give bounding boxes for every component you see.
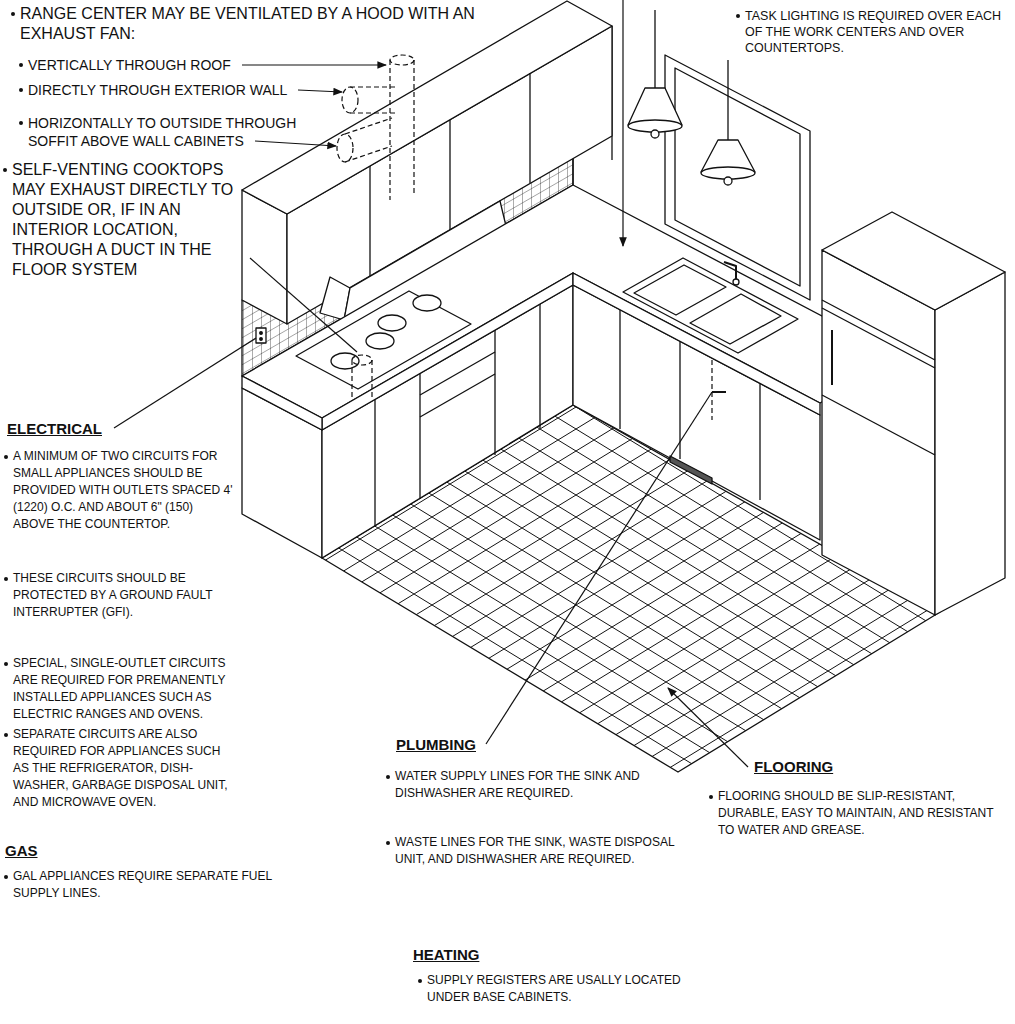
cabinet-door-line — [449, 120, 450, 230]
section-heading: PLUMBING — [396, 736, 476, 754]
roof-duct — [390, 55, 414, 65]
cabinet-door-line — [369, 166, 370, 276]
note-text: SEPARATE CIRCUITS ARE ALSO REQUIRED FOR … — [13, 726, 235, 811]
roof-duct — [413, 60, 414, 196]
bullet-dot — [4, 455, 8, 459]
note-text: TASK LIGHTING IS REQUIRED OVER EACH OF T… — [745, 8, 1007, 56]
faucet — [733, 279, 739, 285]
section-heading: FLOORING — [754, 758, 833, 776]
leader-line — [486, 392, 712, 744]
soffit-duct — [345, 146, 392, 162]
note-text: FLOORING SHOULD BE SLIP-RESISTANT, DURAB… — [718, 788, 1010, 839]
soffit-duct — [337, 134, 353, 162]
wall-duct — [350, 112, 398, 113]
leader-line — [114, 338, 256, 428]
bullet-dot — [4, 733, 8, 737]
bullet-dot — [3, 168, 7, 172]
wall-duct — [350, 86, 398, 87]
bullet-dot — [19, 121, 23, 125]
leader-arrow — [298, 90, 342, 92]
wall-cabinet-top — [242, 1, 612, 214]
bullet-dot — [19, 88, 23, 92]
leader-arrow — [622, 0, 623, 246]
cabinet-door-line — [494, 330, 495, 455]
cooktop — [296, 291, 471, 389]
section-heading: HEATING — [413, 946, 479, 964]
burner — [331, 353, 359, 369]
note-text: A MINIMUM OF TWO CIRCUITS FOR SMALL APPL… — [13, 448, 235, 533]
bullet-dot — [418, 979, 422, 983]
window — [665, 55, 810, 300]
pendant-bulb — [724, 177, 732, 185]
callout-text: DIRECTLY THROUGH EXTERIOR WALL — [28, 81, 328, 99]
cabinet-door-line — [374, 399, 375, 526]
bullet-dot — [19, 63, 23, 67]
drawer-line — [420, 374, 495, 417]
cabinet-door-line — [419, 373, 420, 499]
bullet-dot — [11, 12, 15, 16]
bullet-dot — [386, 841, 390, 845]
sink-basin — [634, 265, 726, 315]
leader-arrow — [255, 141, 336, 146]
note-text: SUPPLY REGISTERS ARE USALLY LOCATED UNDE… — [427, 972, 697, 1006]
cabinet-door-line — [539, 304, 540, 428]
refrigerator-top — [822, 212, 1005, 310]
bullet-dot — [4, 875, 8, 879]
callout-text: SELF-VENTING COOKTOPS MAY EXHAUST DIRECT… — [12, 160, 244, 280]
faucet — [724, 262, 736, 280]
fridge-door-line — [822, 395, 935, 455]
bullet-dot — [709, 795, 713, 799]
burner — [366, 333, 394, 349]
window-pane — [675, 68, 800, 286]
soffit-duct — [345, 118, 392, 134]
refrigerator-side — [935, 272, 1005, 615]
leader-line — [250, 258, 357, 352]
leader-arrow — [668, 688, 748, 767]
floor-duct — [371, 360, 372, 400]
bullet-dot — [4, 577, 8, 581]
sink-basin — [690, 294, 781, 344]
cabinet-door-line — [759, 383, 760, 500]
floor-duct — [352, 355, 372, 365]
callout-text: VERTICALLY THROUGH ROOF — [28, 56, 278, 74]
bullet-dot — [4, 662, 8, 666]
wall-duct — [342, 87, 358, 113]
fridge-handle — [831, 330, 833, 385]
burner — [413, 295, 441, 311]
note-text: THESE CIRCUITS SHOULD BE PROTECTED BY A … — [13, 570, 235, 621]
bullet-dot — [386, 775, 390, 779]
counter-edge — [242, 376, 322, 430]
pendant-cord — [727, 60, 728, 140]
section-heading: GAS — [5, 842, 38, 860]
callout-text: HORIZONTALLY TO OUTSIDE THROUGH SOFFIT A… — [28, 114, 338, 150]
cabinet-door-line — [619, 310, 620, 429]
floor-duct — [351, 360, 352, 400]
pendant-bulb — [651, 130, 659, 138]
cabinet-line — [822, 308, 935, 368]
refrigerator — [822, 250, 935, 615]
outlet — [260, 332, 263, 335]
note-text: WATER SUPPLY LINES FOR THE SINK AND DISH… — [395, 768, 663, 802]
water-supply — [711, 360, 712, 420]
outlet — [260, 338, 263, 341]
supply-register — [670, 456, 712, 484]
note-text: SPECIAL, SINGLE-OUTLET CIRCUITS ARE REQU… — [13, 655, 235, 723]
callout-text: RANGE CENTER MAY BE VENTILATED BY A HOOD… — [20, 4, 480, 44]
outlet — [256, 328, 266, 343]
cabinet-line — [822, 300, 935, 360]
supply-valve — [712, 391, 726, 393]
bullet-dot — [736, 14, 740, 18]
section-heading: ELECTRICAL — [7, 420, 102, 438]
leader-arrow — [242, 64, 386, 65]
pendant-cord — [654, 10, 655, 88]
note-text: WASTE LINES FOR THE SINK, WASTE DISPOSAL… — [395, 834, 680, 868]
cabinet-door-line — [529, 73, 530, 183]
roof-duct — [389, 60, 390, 200]
burner — [378, 315, 406, 331]
note-text: GAL APPLIANCES REQUIRE SEPARATE FUEL SUP… — [13, 868, 303, 902]
